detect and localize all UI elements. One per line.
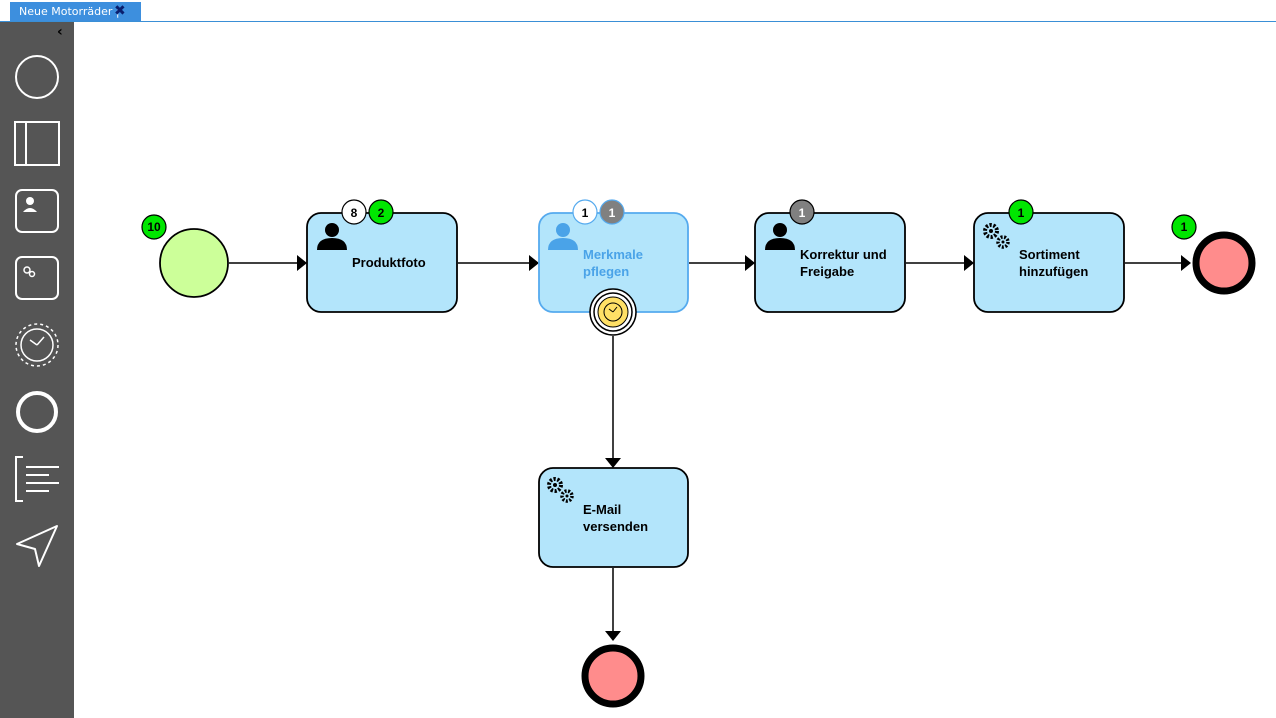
start-event-tool-icon[interactable]	[13, 53, 61, 101]
end-event-count: 1	[1181, 220, 1188, 234]
start-event-count: 10	[147, 220, 161, 234]
start-event[interactable]	[159, 228, 229, 298]
task-label-line2: pflegen	[583, 264, 629, 279]
start-event-count-badge: 10	[141, 214, 167, 240]
task-korrektur-badge-pending: 1	[789, 199, 815, 225]
sequence-flow-start-to-produktfoto[interactable]	[229, 255, 307, 271]
badge-count: 1	[1018, 206, 1025, 220]
task-label-line2: versenden	[583, 519, 648, 534]
task-merkmale-badge-pending: 1	[599, 199, 625, 225]
user-task-tool-icon[interactable]	[13, 187, 61, 235]
end-event-main[interactable]	[1192, 231, 1256, 295]
task-label-line2: hinzufügen	[1019, 264, 1088, 279]
task-label-line2: Freigabe	[800, 264, 854, 279]
diagram-canvas[interactable]: 10 Produktfoto 8 2 Merkmale pflegen 1 1	[74, 22, 1276, 718]
clock-icon	[603, 302, 623, 322]
tab-underline	[0, 21, 1276, 22]
task-email-versenden[interactable]: E-Mail versenden	[538, 467, 689, 568]
task-korrektur-freigabe[interactable]: Korrektur und Freigabe	[754, 212, 906, 313]
end-event-main-count-badge: 1	[1171, 214, 1197, 240]
sequence-flow-korrektur-to-sortiment[interactable]	[906, 255, 974, 271]
tab-neue-motorraeder[interactable]: Neue Motorräder | ✖	[10, 2, 141, 21]
badge-count: 1	[799, 206, 806, 220]
task-label-line1: E-Mail	[583, 502, 621, 517]
end-event-tool-icon[interactable]	[13, 388, 61, 436]
badge-count: 1	[609, 206, 616, 220]
pointer-tool-icon[interactable]	[13, 522, 61, 570]
tab-title: Neue Motorräder |	[19, 5, 120, 18]
task-produktfoto-badge-instances: 8	[341, 199, 367, 225]
toolbox-sidebar: ‹	[0, 22, 74, 718]
tab-bar: Neue Motorräder | ✖	[0, 0, 1276, 22]
badge-count: 8	[351, 206, 358, 220]
task-label: Produktfoto	[352, 255, 426, 270]
sequence-flow-email-to-end[interactable]	[605, 568, 621, 641]
task-label-line1: Korrektur und	[800, 247, 887, 262]
pool-lane-tool-icon[interactable]	[13, 120, 61, 168]
task-merkmale-pflegen[interactable]: Merkmale pflegen	[538, 212, 689, 313]
timer-event-tool-icon[interactable]	[13, 321, 61, 369]
sequence-flow-produktfoto-to-merkmale[interactable]	[458, 255, 539, 271]
annotation-tool-icon[interactable]	[13, 455, 61, 503]
task-produktfoto-badge-completed: 2	[368, 199, 394, 225]
sequence-flow-timer-to-email[interactable]	[605, 336, 621, 468]
timer-boundary-event[interactable]	[589, 288, 637, 336]
sequence-flow-merkmale-to-korrektur[interactable]	[689, 255, 755, 271]
task-label-line1: Merkmale	[583, 247, 643, 262]
end-event-email[interactable]	[581, 644, 645, 708]
close-icon[interactable]: ✖	[114, 3, 126, 19]
task-produktfoto[interactable]: Produktfoto	[306, 212, 458, 313]
sequence-flow-sortiment-to-end[interactable]	[1125, 255, 1191, 271]
badge-count: 1	[582, 206, 589, 220]
task-label-line1: Sortiment	[1019, 247, 1080, 262]
task-sortiment-badge-completed: 1	[1008, 199, 1034, 225]
service-task-tool-icon[interactable]	[13, 254, 61, 302]
task-sortiment-hinzufuegen[interactable]: Sortiment hinzufügen	[973, 212, 1125, 313]
chevron-left-icon[interactable]: ‹	[57, 24, 63, 40]
task-merkmale-badge-instances: 1	[572, 199, 598, 225]
badge-count: 2	[378, 206, 385, 220]
